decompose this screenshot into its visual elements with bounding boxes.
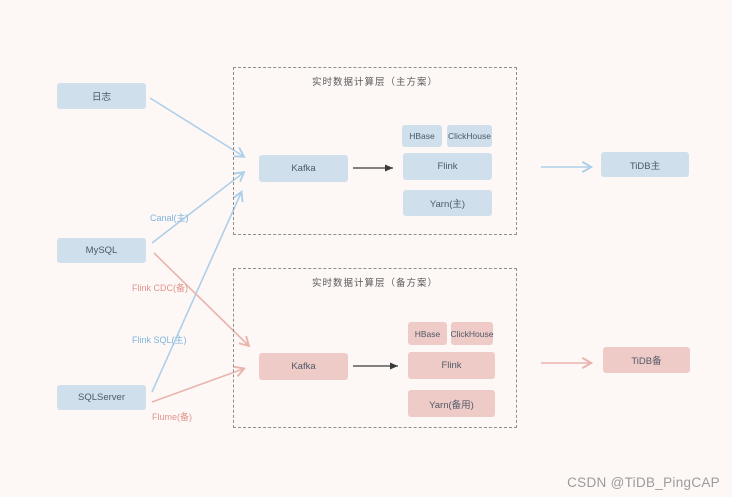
edge-label-flink-cdc: Flink CDC(备) <box>132 283 188 293</box>
node-flink-main: Flink <box>403 153 492 180</box>
node-hbase-main: HBase <box>402 125 442 147</box>
edge-label-flume: Flume(备) <box>152 412 192 422</box>
node-logs: 日志 <box>57 83 146 109</box>
edge-label-canal: Canal(主) <box>150 213 189 223</box>
node-kafka-backup: Kafka <box>259 353 348 380</box>
node-mysql: MySQL <box>57 238 146 263</box>
watermark: CSDN @TiDB_PingCAP <box>567 475 720 490</box>
node-clickhouse-backup: ClickHouse <box>451 322 494 345</box>
node-hbase-backup: HBase <box>408 322 447 345</box>
edge-logs-to-kafka-main <box>149 97 246 158</box>
node-kafka-main: Kafka <box>259 155 348 182</box>
edge-sqlserver-flinksql-to-kafka-main <box>151 190 244 393</box>
edge-mysql-canal-to-kafka-main <box>151 171 246 244</box>
node-tidb-main: TiDB主 <box>601 152 689 177</box>
edge-mysql-flinkcdc-to-kafka-backup <box>153 252 251 348</box>
node-clickhouse-main: ClickHouse <box>447 125 492 147</box>
backup-cluster-title: 实时数据计算层（备方案） <box>311 278 438 289</box>
edge-label-flink-sql: Flink SQL(主) <box>132 335 187 345</box>
edge-sqlserver-flume-to-kafka-backup <box>151 365 247 403</box>
backup-cluster-frame: 实时数据计算层（备方案） <box>233 268 517 428</box>
node-tidb-backup: TiDB备 <box>603 347 690 373</box>
main-cluster-title: 实时数据计算层（主方案） <box>311 77 438 88</box>
node-sqlserver: SQLServer <box>57 385 146 410</box>
node-flink-backup: Flink <box>408 352 495 379</box>
node-yarn-main: Yarn(主) <box>403 190 492 216</box>
main-cluster-frame: 实时数据计算层（主方案） <box>233 67 517 235</box>
node-yarn-backup: Yarn(备用) <box>408 390 495 417</box>
